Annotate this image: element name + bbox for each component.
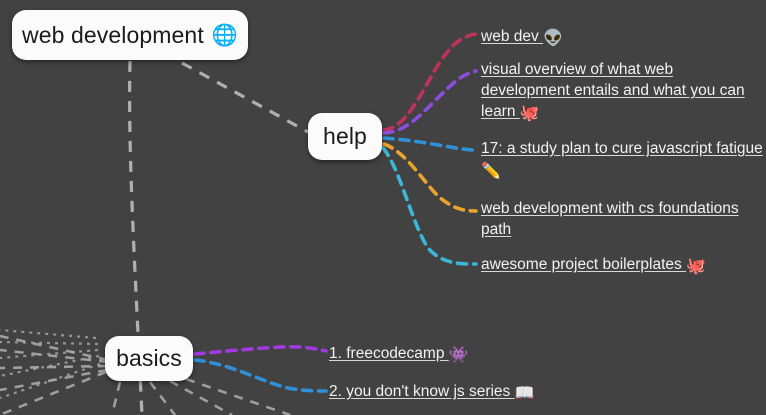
node-root-web-development[interactable]: web development 🌐 (12, 10, 248, 60)
link-basics-fan-10 (0, 328, 97, 340)
link-basics-fan-6 (110, 381, 122, 415)
link-basics-fan-4 (0, 368, 108, 392)
branch-help-study17 (382, 136, 478, 152)
node-basics[interactable]: basics (105, 336, 193, 381)
leaf-study-plan-javascript-fatigue[interactable]: 17: a study plan to cure javascript fati… (481, 138, 763, 182)
link-basics-fan-12 (0, 348, 99, 360)
leaf-boilerplates-label: awesome project boilerplates (481, 256, 687, 273)
leaf-freecodecamp[interactable]: 1. freecodecamp 👾 (329, 343, 589, 366)
leaf-study-plan-label: 17: a study plan to cure javascript fati… (481, 140, 763, 157)
link-root-to-help (181, 61, 309, 134)
open-book-icon: 📖 (514, 385, 535, 402)
leaf-ydkjs-label: 2. you don't know js series (329, 383, 515, 400)
node-basics-label: basics (116, 345, 182, 371)
leaf-visual-overview[interactable]: visual overview of what web development … (481, 59, 757, 124)
branch-help-visual (382, 69, 478, 135)
node-help[interactable]: help (308, 113, 382, 160)
leaf-awesome-project-boilerplates[interactable]: awesome project boilerplates 🐙 (481, 254, 763, 277)
leaf-web-dev-label: web dev (481, 28, 544, 45)
link-basics-fan-3 (0, 364, 108, 370)
link-basics-fan-13 (0, 354, 100, 378)
leaf-cs-foundations-path[interactable]: web development with cs foundations path (481, 198, 761, 240)
alien-monster-icon: 👾 (448, 347, 469, 364)
link-basics-fan-2 (0, 348, 109, 364)
branch-basics-freecodecamp (193, 345, 328, 356)
link-basics-fan-11 (0, 340, 99, 346)
link-basics-fan-5 (1, 370, 107, 415)
link-basics-fan-8 (169, 379, 233, 415)
branch-help-webdev (382, 32, 478, 132)
leaf-web-dev[interactable]: web dev 👽 (481, 26, 763, 49)
branch-basics-ydkjs (193, 358, 328, 393)
node-root-label: web development (22, 21, 204, 48)
branch-help-boilerplates (381, 146, 478, 266)
reddit-icon: 👽 (543, 30, 563, 47)
link-basics-fan-1 (0, 334, 109, 362)
github-octocat-icon: 🐙 (519, 105, 540, 122)
leaf-cs-foundations-label: web development with cs foundations path (481, 200, 739, 238)
leaf-freecodecamp-label: 1. freecodecamp (329, 345, 449, 362)
pencil-icon: ✏️ (481, 163, 501, 180)
leaf-you-dont-know-js-series[interactable]: 2. you don't know js series 📖 (329, 381, 611, 404)
github-octocat-icon: 🐙 (686, 258, 706, 275)
link-basics-fan-7 (148, 381, 177, 415)
leaf-visual-overview-label: visual overview of what web development … (481, 61, 745, 120)
node-help-label: help (323, 123, 367, 149)
branch-help-csfoundations (382, 142, 478, 213)
link-basics-fan-14 (0, 362, 101, 400)
globe-icon: 🌐 (211, 23, 238, 47)
link-basics-fan-9 (185, 377, 291, 415)
